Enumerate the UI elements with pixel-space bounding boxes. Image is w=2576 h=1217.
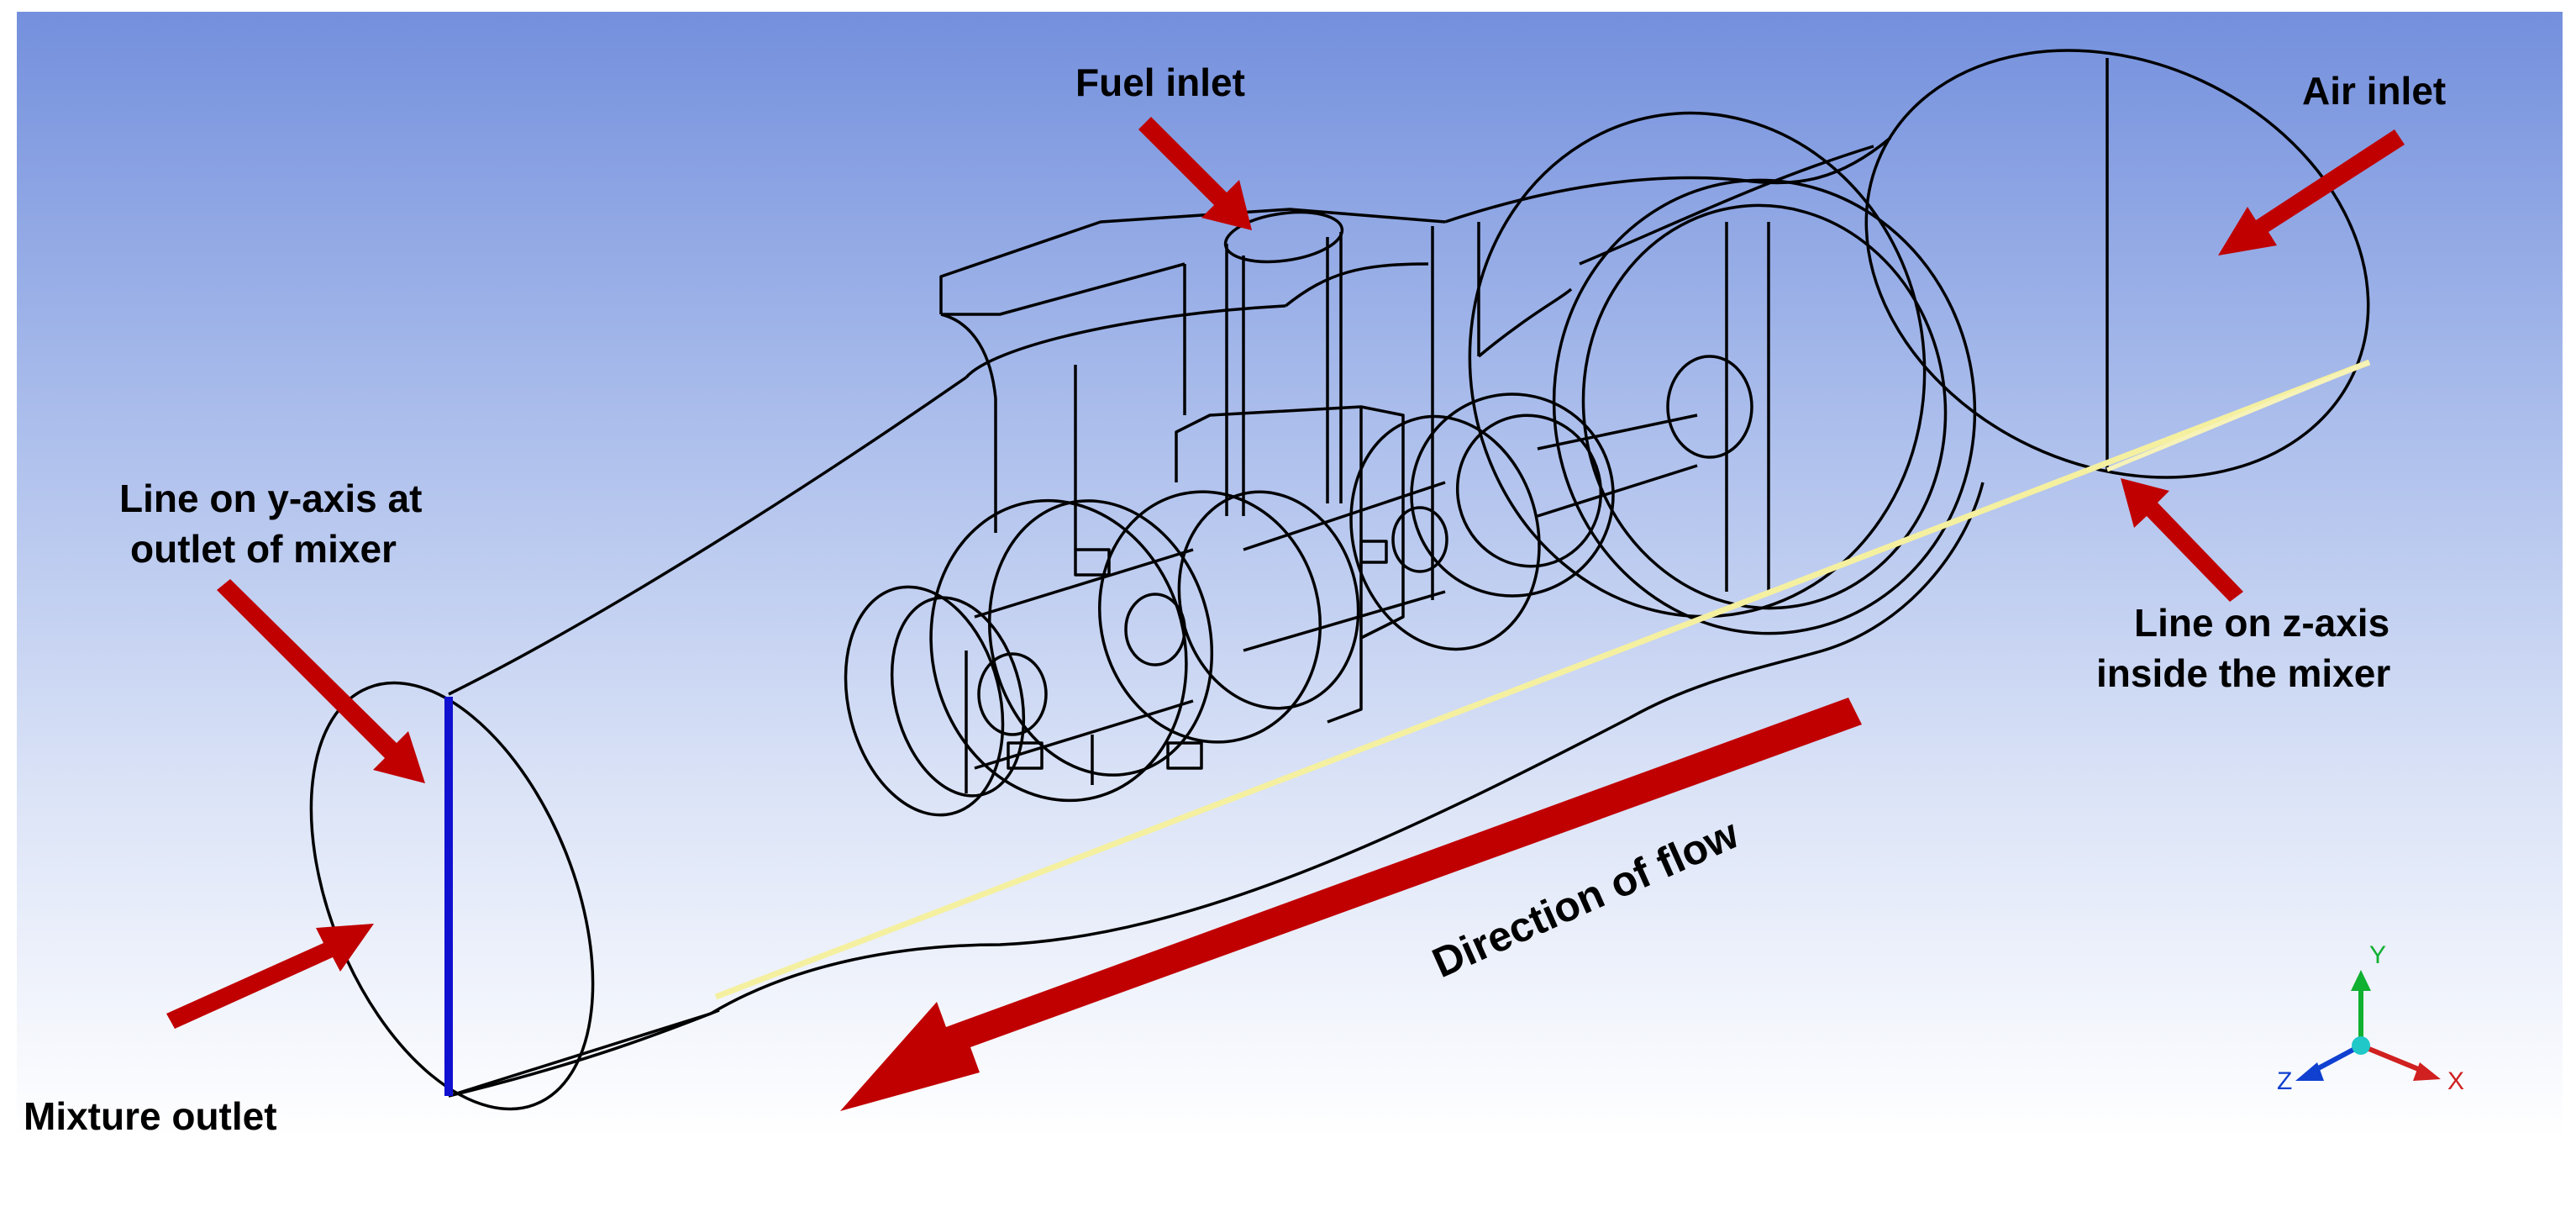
- swirler-rod-1: [974, 548, 1194, 619]
- axis-triad: Y X Z: [2277, 941, 2464, 1095]
- fuel-inlet-arrow: [1138, 117, 1252, 230]
- outlet-tube-top: [448, 376, 967, 696]
- triad-x-arrowhead: [2413, 1062, 2441, 1081]
- body-top-profile-3: [1444, 136, 1892, 224]
- line-y-label-1: Line on y-axis at: [119, 477, 422, 520]
- air-inlet-label: Air inlet: [2302, 69, 2446, 113]
- swirler-disc-2: [890, 596, 1026, 798]
- fuel-block-curve-right: [1477, 287, 1573, 358]
- body-bottom-profile: [710, 482, 1985, 1015]
- graphics-viewport[interactable]: Fuel inlet Air inlet Line on y-axis at o…: [17, 12, 2563, 1138]
- triad-y-label: Y: [2369, 941, 2386, 969]
- swirler-rod-4: [1243, 590, 1446, 652]
- center-block: [1175, 405, 1405, 724]
- fuel-block-curve-left: [940, 313, 997, 399]
- swirler-rod-3: [1243, 481, 1446, 551]
- inner-disc-hub: [1666, 355, 1753, 459]
- swirler-tab-2: [1166, 741, 1203, 770]
- inner-disc-rim: [1468, 111, 1927, 619]
- mixture-outlet-label: Mixture outlet: [24, 1094, 277, 1138]
- swirler-tab-3: [1007, 741, 1044, 770]
- swirler-tab-4: [1359, 540, 1388, 564]
- swirler-disc-9: [1455, 414, 1603, 568]
- z-line-arrow: [2121, 478, 2243, 602]
- triad-y-arrowhead: [2351, 970, 2371, 991]
- swirler-hub-1: [977, 652, 1048, 736]
- swirler-disc-3: [929, 498, 1188, 803]
- z-axis-line-shadow: [2106, 360, 2370, 472]
- line-z-label-1: Line on z-axis: [2134, 601, 2389, 645]
- swirler-hub-3: [1391, 506, 1448, 573]
- fuel-block-front: [939, 208, 1446, 314]
- fuel-block-top: [941, 262, 1185, 316]
- mixture-outlet-arrow: [166, 924, 374, 1029]
- swirler-tab-1: [1074, 548, 1111, 577]
- triad-z-arrowhead: [2295, 1062, 2324, 1081]
- annotation-arrows: [166, 117, 2405, 1111]
- swirler-disc-8: [1410, 392, 1615, 598]
- direction-of-flow-arrow: [840, 698, 1862, 1111]
- triad-origin: [2352, 1036, 2370, 1055]
- air-inlet-face: [1864, 49, 2370, 479]
- line-z-label-2: inside the mixer: [2096, 651, 2390, 695]
- swirler-disc-6: [1177, 490, 1360, 710]
- y-line-arrow: [217, 579, 425, 783]
- triad-x-label: X: [2447, 1067, 2464, 1095]
- triad-x-axis: [2359, 1043, 2428, 1075]
- body-top-profile: [965, 304, 1286, 379]
- swirler-rod-2: [974, 699, 1194, 770]
- inner-disc-inner: [1581, 203, 1948, 610]
- swirler-disc-5: [1097, 490, 1322, 744]
- swirler-hub-2: [1124, 593, 1186, 666]
- swirler-disc-4: [987, 499, 1214, 777]
- air-inlet-arrow: [2218, 129, 2405, 256]
- z-axis-line: [714, 359, 2371, 1000]
- outlet-bottom-edge: [448, 1012, 712, 1098]
- body-top-profile-2: [1284, 262, 1429, 308]
- inner-disc-outer: [1552, 178, 1977, 635]
- inner-shaft-top: [1537, 414, 1698, 450]
- mixer-geometry-view: Fuel inlet Air inlet Line on y-axis at o…: [24, 49, 2464, 1138]
- fuel-inlet-label: Fuel inlet: [1075, 61, 1245, 104]
- mixer-wireframe: [309, 49, 2370, 1111]
- inner-shaft-bottom: [1537, 464, 1698, 518]
- swirler-disc-7: [1349, 414, 1541, 651]
- air-inlet-tube-top: [1579, 145, 1874, 266]
- swirler-disc-1: [844, 585, 1005, 817]
- line-y-label-2: outlet of mixer: [130, 527, 397, 571]
- triad-z-label: Z: [2277, 1067, 2292, 1095]
